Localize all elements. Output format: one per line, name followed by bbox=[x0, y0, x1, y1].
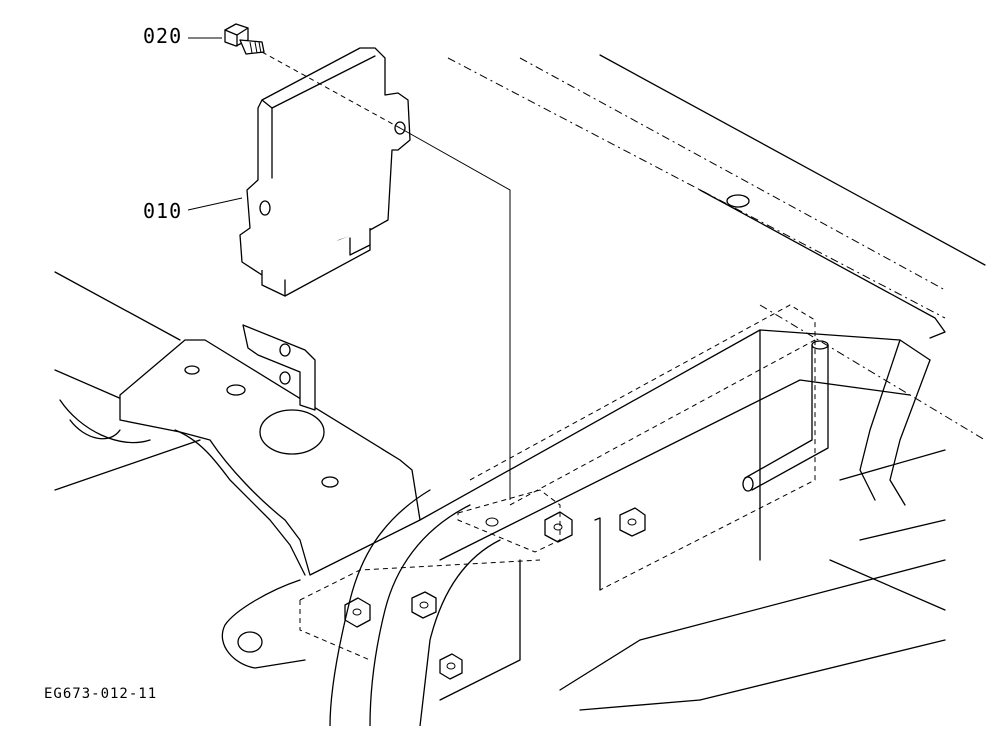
main-frame bbox=[54, 271, 946, 711]
bolt bbox=[224, 23, 265, 55]
leader-lines bbox=[187, 37, 243, 211]
cover-panel bbox=[447, 54, 986, 441]
lower-curved-frame bbox=[221, 489, 521, 727]
controller-unit bbox=[239, 47, 411, 297]
clip-nuts bbox=[344, 489, 646, 680]
mounting-plate bbox=[119, 324, 421, 576]
assembly-lines bbox=[261, 51, 511, 500]
drawing-code: EG673-012-11 bbox=[44, 686, 158, 702]
callout-label-020: 020 bbox=[143, 24, 183, 48]
callout-label-010: 010 bbox=[143, 199, 183, 223]
support-pipe bbox=[742, 340, 829, 492]
